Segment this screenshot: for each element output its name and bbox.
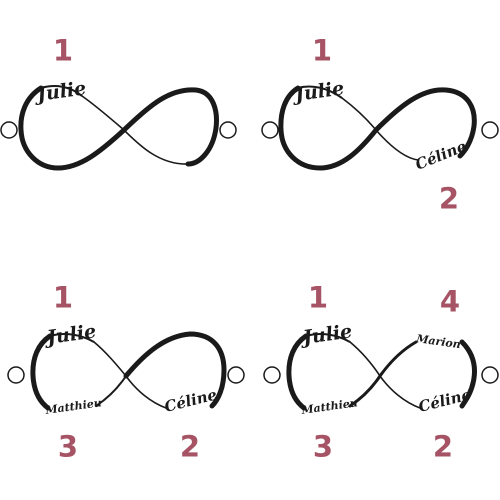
ring-clasp-icon [227,366,245,384]
ring-clasp-icon [481,121,499,139]
position-number-4: 4 [439,284,461,319]
engraved-name: Marion [415,332,462,351]
engraved-name: Matthieu [44,396,103,417]
position-number-3: 3 [57,429,79,464]
engraved-name: Julie [299,320,354,349]
engraved-name: Julie [43,320,98,349]
ring-clasp-icon [7,366,25,384]
infinity-bracelet-icon: Julie Marion Matthieu Céline [263,320,499,417]
position-number-1: 1 [307,280,329,315]
ring-clasp-icon [219,121,237,139]
engraved-name: Matthieu [300,396,359,417]
ring-clasp-icon [0,121,18,139]
panel-three-names: 1 3 2 Julie Matthieu Céline [0,250,250,500]
position-number-1: 1 [311,33,333,68]
engraved-name: Céline [413,137,469,174]
position-number-2: 2 [179,429,201,464]
engraved-name: Julie [291,77,346,106]
position-number-2: 2 [432,429,454,464]
position-number-3: 3 [312,429,334,464]
ring-clasp-icon [261,121,279,139]
position-number-1: 1 [52,280,74,315]
infinity-bracelet-icon: Julie [0,77,237,171]
infinity-bracelet-icon: Julie Céline [261,77,499,174]
panel-four-names: 1 4 3 2 Julie Marion Matthieu Céline [250,250,500,500]
engraved-name: Céline [163,386,219,416]
panel-two-names: 1 2 Julie Céline [250,0,500,250]
engraved-name: Céline [417,386,473,416]
ring-clasp-icon [481,366,499,384]
position-number-2: 2 [438,181,460,216]
position-number-1: 1 [52,33,74,68]
engraved-name: Julie [33,77,88,106]
panel-one-name: 1 Julie [0,0,250,250]
ring-clasp-icon [263,366,281,384]
infinity-bracelet-icon: Julie Matthieu Céline [7,320,245,417]
